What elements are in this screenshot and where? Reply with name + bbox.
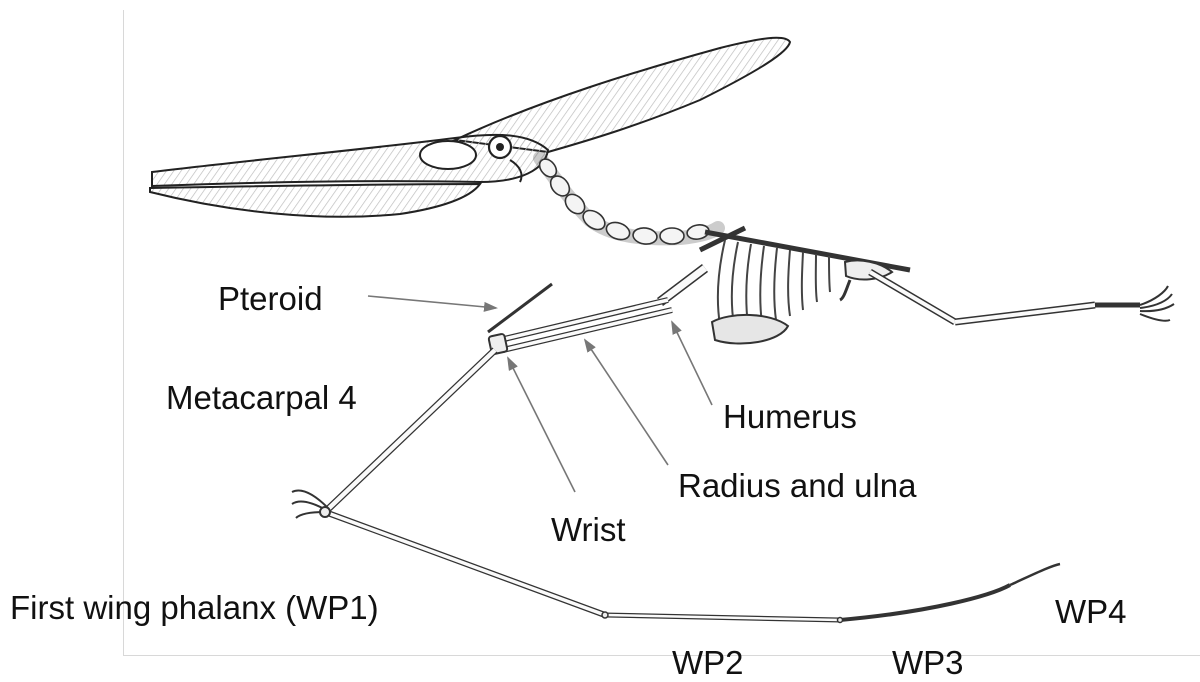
metacarpal-label: Metacarpal 4 <box>166 381 357 414</box>
hind-leg <box>870 272 1174 322</box>
humerus-arrow <box>672 322 712 405</box>
pteroid-arrow <box>368 296 496 308</box>
wp1-label: First wing phalanx (WP1) <box>10 591 379 624</box>
radius-ulna-arrow <box>585 340 668 465</box>
annotation-arrows <box>368 296 712 492</box>
wrist-label: Wrist <box>551 513 626 546</box>
wrist-arrow <box>508 358 575 492</box>
wp2-label: WP2 <box>672 646 744 679</box>
torso <box>700 228 910 344</box>
wing-arm <box>292 268 1060 623</box>
pteroid-label: Pteroid <box>218 282 323 315</box>
skull <box>150 38 790 217</box>
neck-vertebrae <box>536 156 718 246</box>
humerus-label: Humerus <box>723 400 857 433</box>
wp4-label: WP4 <box>1055 595 1127 628</box>
wp3-label: WP3 <box>892 646 964 679</box>
radius-ulna-label: Radius and ulna <box>678 469 917 502</box>
